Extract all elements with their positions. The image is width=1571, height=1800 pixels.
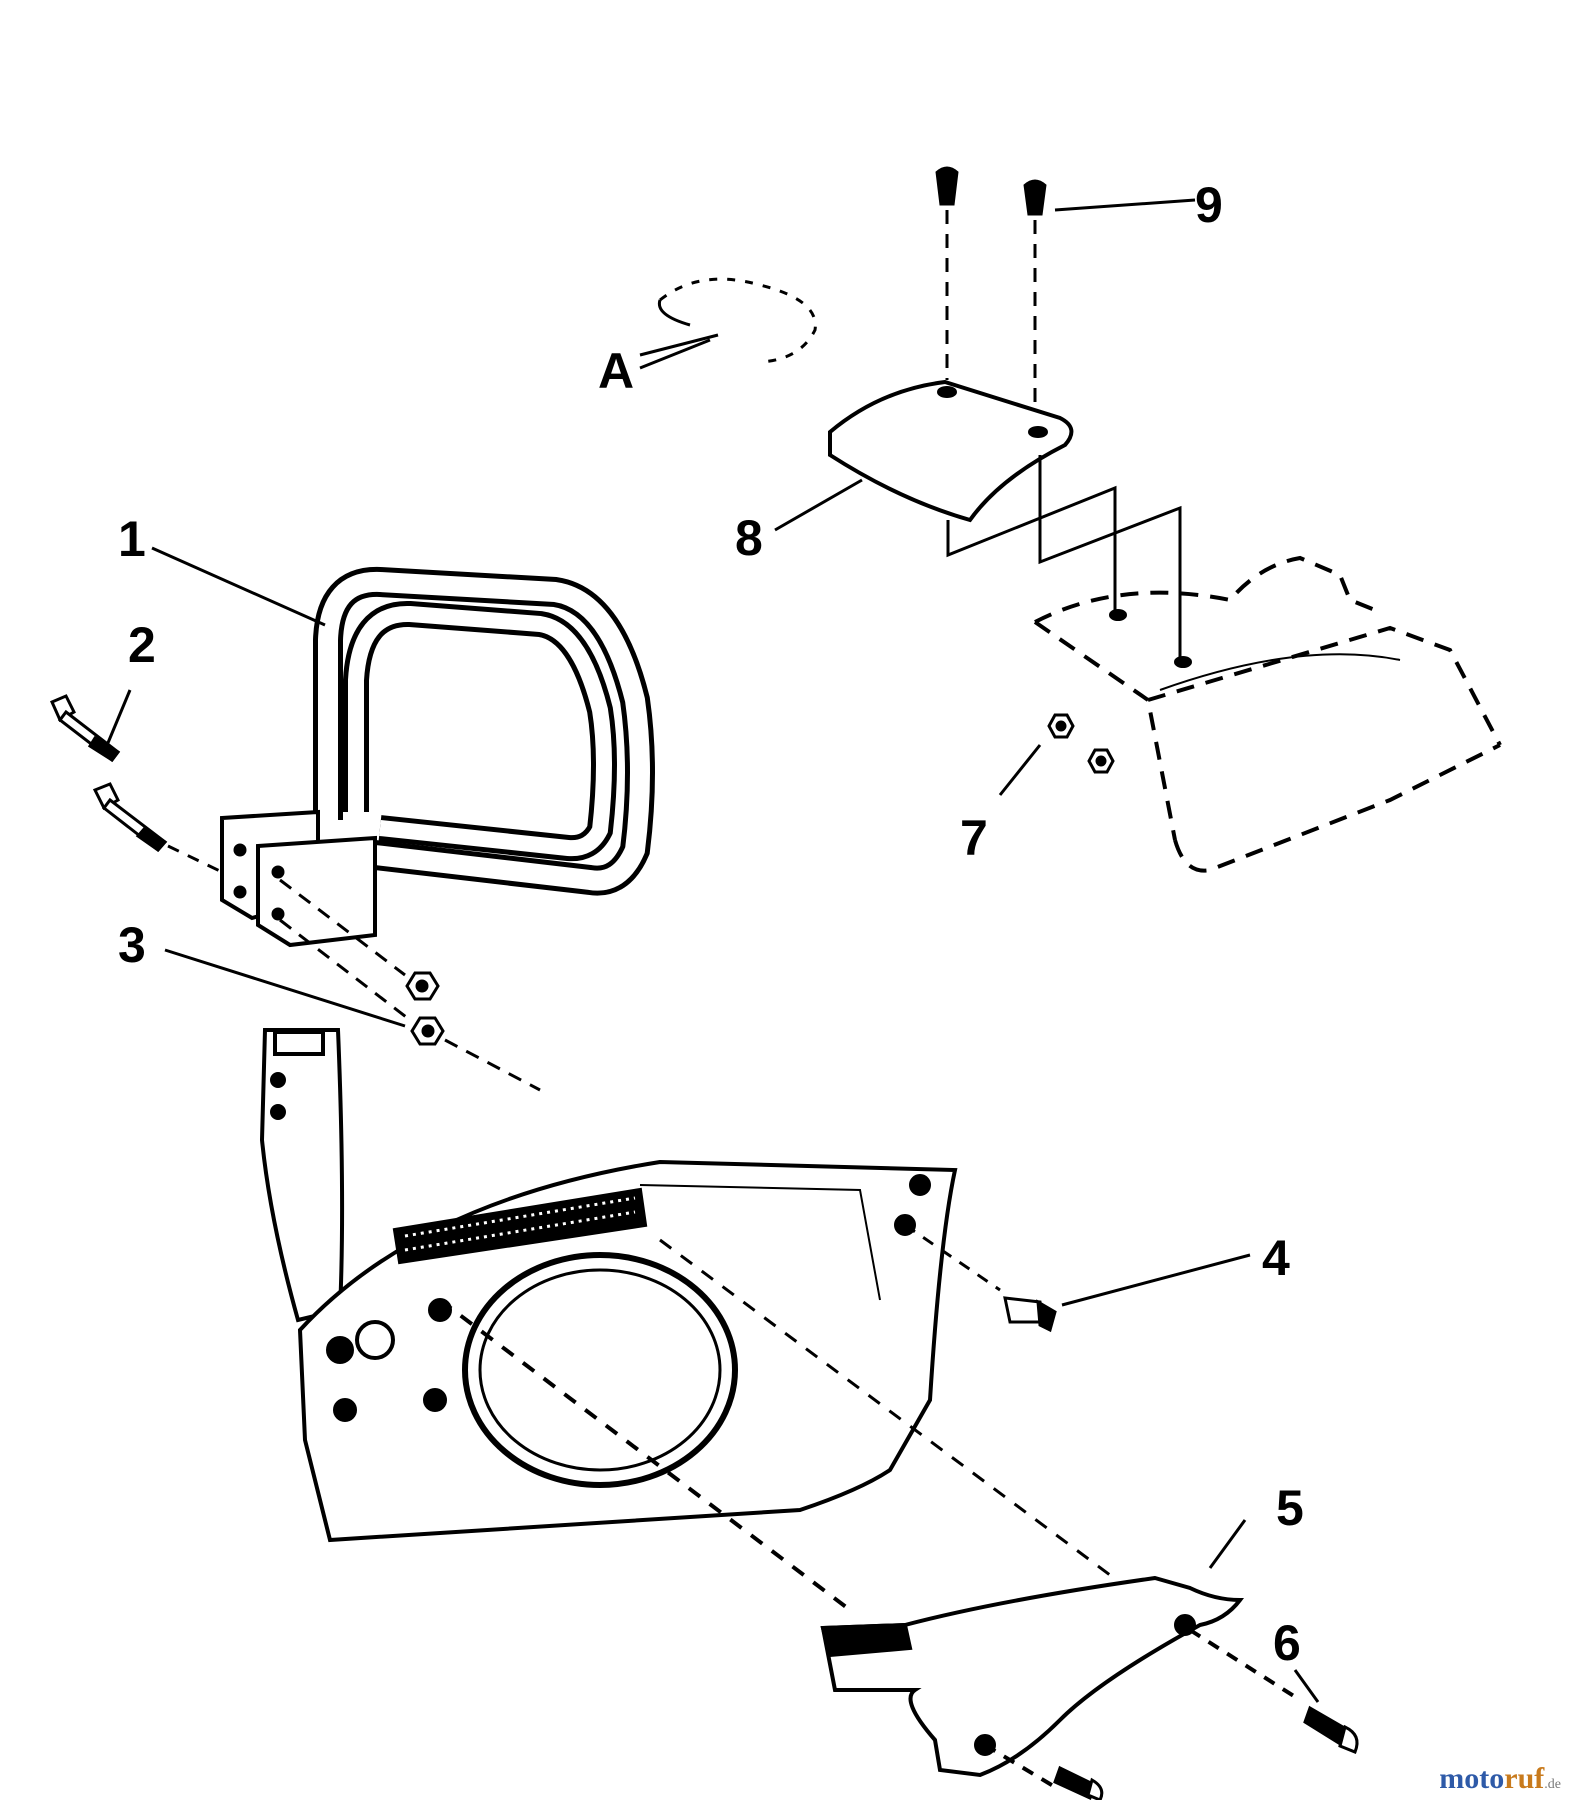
watermark-logo: motoruf.de xyxy=(1439,1762,1561,1796)
callout-9: 9 xyxy=(1195,177,1223,233)
screws-part-6 xyxy=(1053,1705,1359,1800)
nuts-part-7 xyxy=(1047,713,1115,774)
reference-part-a xyxy=(639,277,817,364)
housing-outline xyxy=(1033,555,1502,873)
nuts-part-3 xyxy=(279,878,541,1092)
callout-5: 5 xyxy=(1276,1480,1304,1536)
callout-a: A xyxy=(598,343,634,399)
bolt-part-4 xyxy=(659,1223,1111,1577)
callout-2: 2 xyxy=(128,617,156,673)
callout-7: 7 xyxy=(960,810,988,866)
bolts-part-2 xyxy=(50,694,223,874)
callout-6: 6 xyxy=(1273,1615,1301,1671)
watermark-tld: .de xyxy=(1544,1777,1561,1792)
watermark-part-1: moto xyxy=(1439,1762,1505,1795)
callout-4: 4 xyxy=(1262,1230,1290,1286)
handle-bar-part-1 xyxy=(220,567,655,948)
chain-brake-housing xyxy=(259,1028,958,1543)
plate-part-8 xyxy=(828,379,1192,668)
callout-8: 8 xyxy=(735,510,763,566)
callout-labels: 1 2 3 4 5 6 7 8 9 A xyxy=(118,177,1304,1671)
callout-3: 3 xyxy=(118,917,146,973)
watermark-part-2: ruf xyxy=(1504,1762,1545,1795)
plate-part-5 xyxy=(438,1298,1302,1792)
screws-part-9 xyxy=(935,166,1047,428)
callout-1: 1 xyxy=(118,511,146,567)
leader-lines xyxy=(103,198,1320,1703)
